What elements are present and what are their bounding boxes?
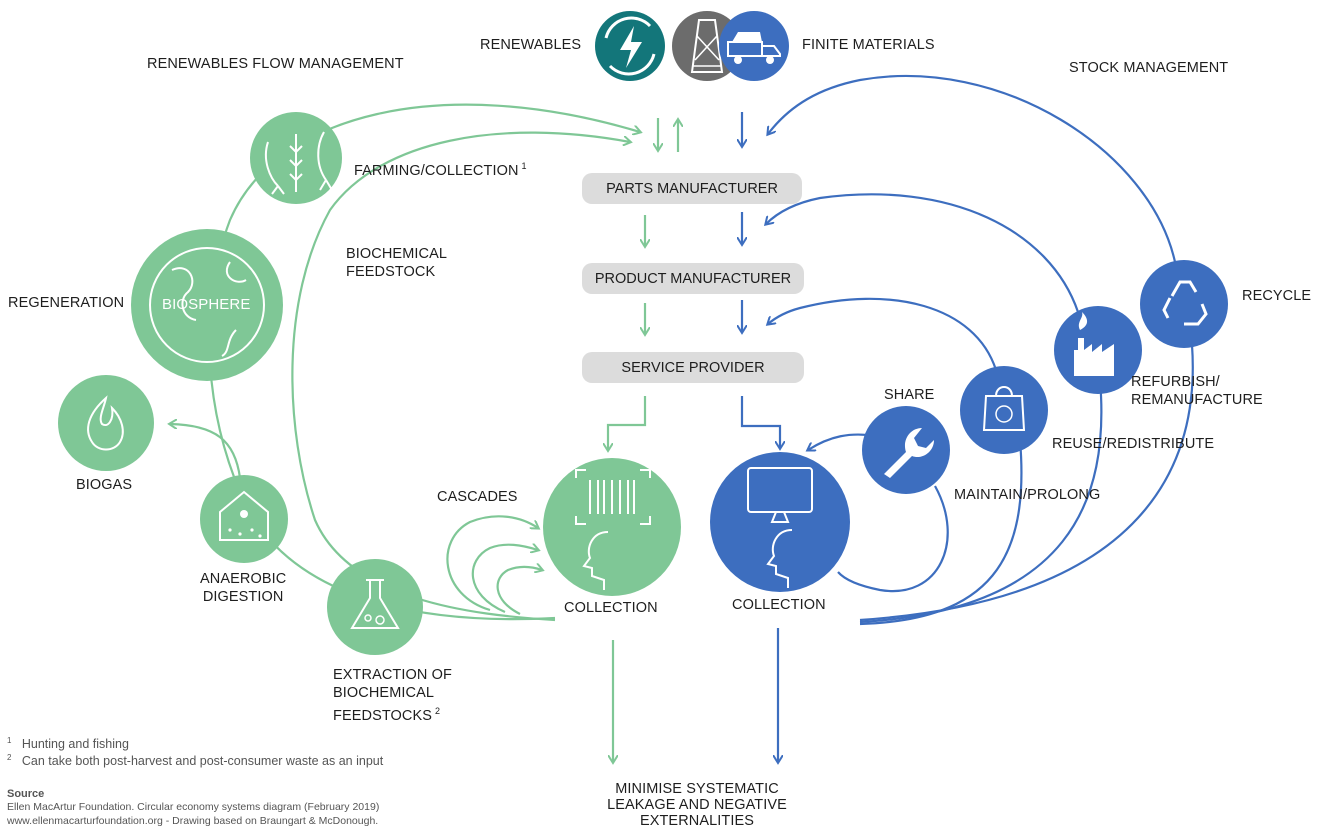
truck-icon [719,11,789,81]
recycle-return [859,344,1194,622]
regeneration-label: REGENERATION [8,295,125,311]
stock-management-label: STOCK MANAGEMENT [1069,60,1229,76]
recycle-icon [1140,260,1228,348]
maintain-label: MAINTAIN/PROLONG [954,487,1101,503]
factory-icon [1054,306,1142,394]
recycle-label: RECYCLE [1242,288,1312,304]
share-label: SHARE [884,387,935,403]
service-provider-box: SERVICE PROVIDER [582,352,804,383]
tech-collection-icon [710,452,850,592]
cascades-label: CASCADES [437,489,518,505]
technical-flows [740,74,1194,762]
renewables-icon [595,11,665,81]
biogas-arrow [170,424,242,479]
product-manufacturer-box: PRODUCT MANUFACTURER [582,263,804,294]
source-line-2: www.ellenmacarturfoundation.org - Drawin… [7,815,379,827]
recycle-loop [768,74,1177,263]
cascade-1 [446,515,538,612]
biosphere-label: BIOSPHERE [162,296,251,313]
footnote-2: 2 Can take both post-harvest and post-co… [7,753,384,769]
biogas-flame-icon [58,375,154,471]
biosphere-globe-icon [131,229,283,381]
parts-manufacturer-box: PARTS MANUFACTURER [582,173,802,204]
reuse-return [859,439,1023,626]
green-to-collection [608,396,647,450]
bio-collection-label: COLLECTION [564,600,658,616]
maintain-loop [837,485,949,593]
bio-collection-icon [543,458,681,596]
source-line-1: Ellen MacArtur Foundation. Circular econ… [7,801,380,813]
tech-collection-label: COLLECTION [732,597,826,613]
reuse-loop [768,297,998,371]
renewables-flow-label: RENEWABLES FLOW MANAGEMENT [147,56,404,72]
fishing-icon [250,112,342,204]
finite-materials-label: FINITE MATERIALS [802,37,935,53]
blue-to-collection [740,396,780,448]
biogas-label: BIOGAS [76,477,133,493]
digester-icon [200,475,288,563]
wrench-icon [862,406,950,494]
cascade-3 [496,567,542,615]
renewables-label: RENEWABLES [480,37,582,53]
reuse-label: REUSE/REDISTRIBUTE [1052,436,1215,452]
refurbish-label: REFURBISH/REMANUFACTURE [1131,374,1263,408]
footnote-1: 1 Hunting and fishing [7,736,129,752]
flask-icon [327,559,423,655]
shopping-bag-icon [960,366,1048,454]
cascade-2 [471,545,538,614]
refurbish-loop [766,193,1080,313]
source-heading: Source [7,788,45,800]
